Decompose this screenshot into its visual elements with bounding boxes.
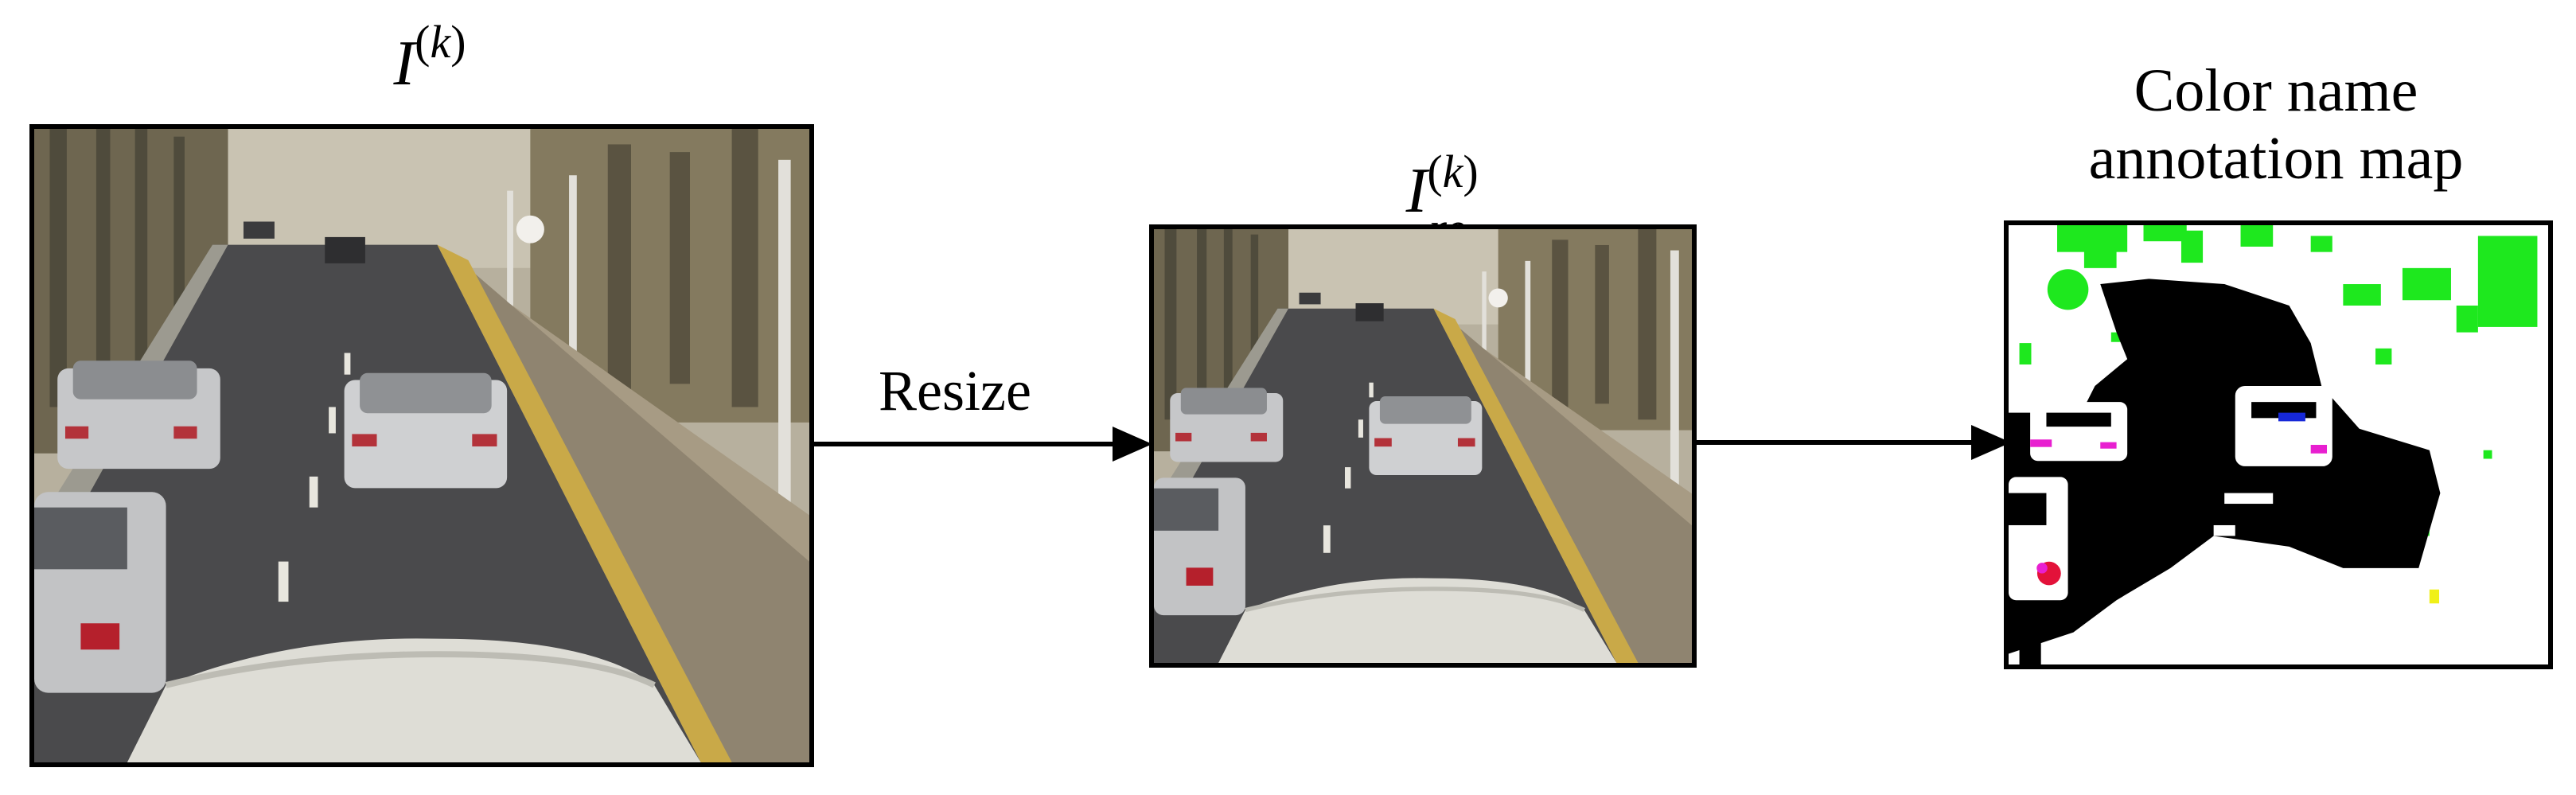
street-scene-resized: [1154, 229, 1692, 663]
resized-image-symbol: I: [1405, 156, 1428, 226]
annotation-map: [2004, 220, 2553, 669]
resize-label: Resize: [879, 359, 1031, 423]
annotation-map-title-line1: Color name: [2134, 57, 2418, 124]
annotation-map-title: Color name annotation map: [1997, 57, 2555, 193]
annotation-map-title-line2: annotation map: [2088, 125, 2464, 193]
resized-image: [1149, 224, 1697, 668]
resized-image-superscript: (k): [1427, 146, 1479, 197]
annotation-arrow: [1697, 425, 2011, 460]
input-image-symbol: I: [393, 29, 415, 99]
resize-arrow: [814, 427, 1152, 462]
input-image-label: I(k): [350, 19, 509, 96]
resized-image-label: I(k)re: [1353, 149, 1536, 252]
input-image-superscript: (k): [415, 16, 466, 68]
street-scene-original: [34, 129, 809, 762]
color-name-map: [2009, 225, 2548, 664]
resized-image-scripts: (k)re: [1427, 149, 1483, 252]
input-image: [29, 124, 814, 767]
